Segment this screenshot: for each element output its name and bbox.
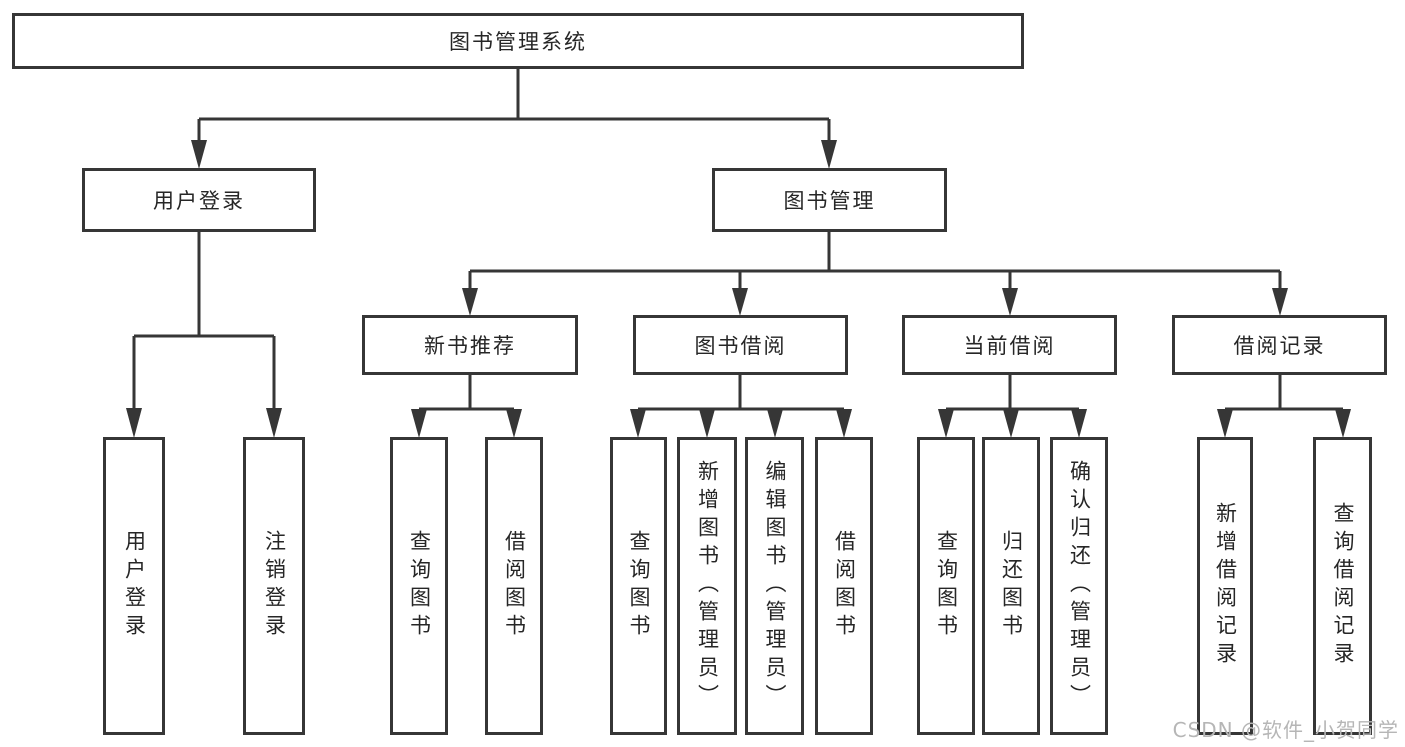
node-leaf-borrow-books-1: 借阅图书 bbox=[485, 437, 543, 735]
node-leaf-query-books-3: 查询图书 bbox=[917, 437, 975, 735]
node-library-system-root: 图书管理系统 bbox=[12, 13, 1024, 69]
node-label: 新增借阅记录 bbox=[1213, 502, 1238, 670]
arrowhead-icon bbox=[462, 288, 478, 316]
node-label: 归还图书 bbox=[999, 530, 1024, 642]
node-leaf-logout: 注销登录 bbox=[243, 437, 305, 735]
arrowhead-icon bbox=[630, 409, 646, 438]
arrowhead-icon bbox=[699, 409, 715, 438]
arrowhead-icon bbox=[1272, 288, 1288, 316]
node-leaf-query-borrow-record: 查询借阅记录 bbox=[1313, 437, 1372, 735]
arrowhead-icon bbox=[1002, 288, 1018, 316]
arrowhead-icon bbox=[506, 409, 522, 438]
arrowhead-icon bbox=[1071, 409, 1087, 438]
node-label: 新增图书（管理员） bbox=[695, 460, 720, 712]
node-leaf-return-books: 归还图书 bbox=[982, 437, 1040, 735]
node-label: 图书管理 bbox=[783, 189, 876, 213]
arrowhead-icon bbox=[836, 409, 852, 438]
node-book-borrowing: 图书借阅 bbox=[633, 315, 848, 375]
arrowhead-icon bbox=[732, 288, 748, 316]
node-label: 查询图书 bbox=[934, 530, 959, 642]
node-label: 图书管理系统 bbox=[449, 30, 587, 54]
node-label: 图书借阅 bbox=[694, 334, 787, 358]
arrowhead-icon bbox=[126, 408, 142, 438]
node-current-borrowing: 当前借阅 bbox=[902, 315, 1117, 375]
node-label: 用户登录 bbox=[122, 530, 147, 642]
node-leaf-edit-books-admin: 编辑图书（管理员） bbox=[745, 437, 804, 735]
node-label: 查询借阅记录 bbox=[1331, 502, 1355, 670]
arrowhead-icon bbox=[1003, 409, 1019, 438]
node-label: 查询图书 bbox=[627, 530, 651, 642]
node-leaf-borrow-books-2: 借阅图书 bbox=[815, 437, 873, 735]
arrowhead-icon bbox=[1335, 409, 1351, 438]
node-label: 借阅图书 bbox=[502, 530, 527, 642]
watermark: CSDN @软件_小贺同学 bbox=[1172, 718, 1399, 742]
node-label: 用户登录 bbox=[153, 189, 245, 213]
node-leaf-add-books-admin: 新增图书（管理员） bbox=[677, 437, 737, 735]
node-leaf-confirm-return-admin: 确认归还（管理员） bbox=[1050, 437, 1108, 735]
node-label: 新书推荐 bbox=[424, 334, 516, 358]
arrowhead-icon bbox=[767, 409, 783, 438]
arrowhead-icon bbox=[938, 409, 954, 438]
arrowhead-icon bbox=[1217, 409, 1233, 438]
node-label: 注销登录 bbox=[262, 530, 287, 642]
node-label: 确认归还（管理员） bbox=[1067, 460, 1092, 712]
node-label: 借阅记录 bbox=[1233, 334, 1326, 358]
arrowhead-icon bbox=[821, 140, 837, 169]
node-label: 当前借阅 bbox=[963, 334, 1056, 358]
node-leaf-query-books-2: 查询图书 bbox=[610, 437, 667, 735]
node-leaf-user-login: 用户登录 bbox=[103, 437, 165, 735]
node-new-book-recommend: 新书推荐 bbox=[362, 315, 578, 375]
node-label: 借阅图书 bbox=[832, 530, 857, 642]
node-leaf-query-books-1: 查询图书 bbox=[390, 437, 448, 735]
node-leaf-add-borrow-record: 新增借阅记录 bbox=[1197, 437, 1253, 735]
arrowhead-icon bbox=[266, 408, 282, 438]
node-book-management: 图书管理 bbox=[712, 168, 947, 232]
arrowhead-icon bbox=[191, 140, 207, 169]
node-label: 查询图书 bbox=[407, 530, 432, 642]
node-user-login: 用户登录 bbox=[82, 168, 316, 232]
node-borrow-records: 借阅记录 bbox=[1172, 315, 1387, 375]
arrowhead-icon bbox=[411, 409, 427, 438]
node-label: 编辑图书（管理员） bbox=[763, 460, 787, 712]
